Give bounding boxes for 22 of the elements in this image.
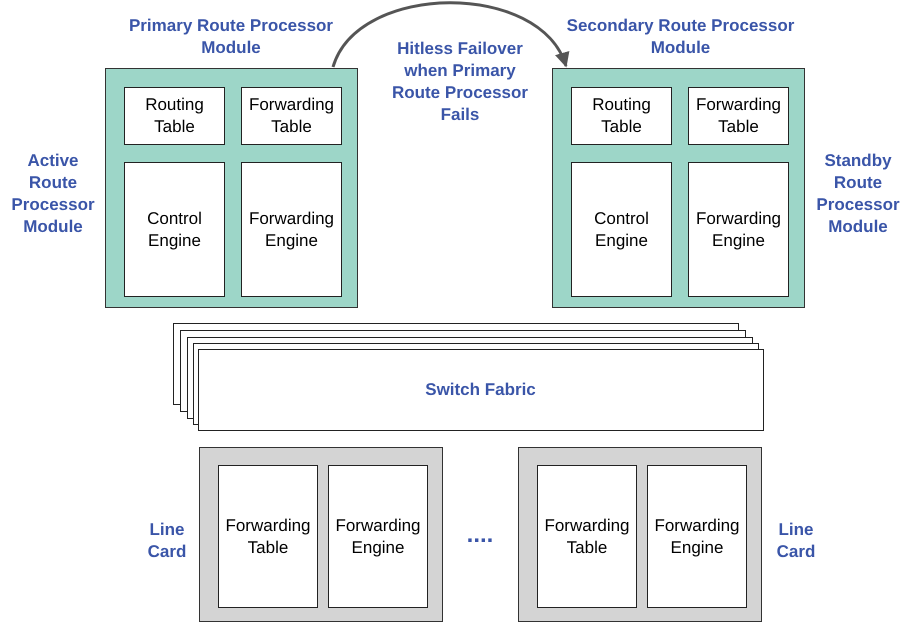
component-box: Forwarding Table [218, 465, 318, 608]
component-box: Forwarding Engine [647, 465, 747, 608]
module-role-label: Standby Route Processor Module [815, 150, 901, 238]
ellipsis: .... [466, 520, 494, 550]
card-label: Line Card [146, 519, 188, 563]
component-box: Forwarding Engine [328, 465, 428, 608]
component-box: Forwarding Table [688, 87, 789, 145]
component-box: Routing Table [124, 87, 225, 145]
component-box: Forwarding Engine [241, 162, 342, 297]
module-role-label: Active Route Processor Module [10, 150, 96, 238]
module-heading: Primary Route Processor Module [128, 15, 334, 59]
fabric-label: Switch Fabric [424, 378, 537, 400]
module-heading: Secondary Route Processor Module [566, 15, 796, 59]
component-box: Forwarding Table [537, 465, 637, 608]
component-box: Forwarding Table [241, 87, 342, 145]
component-box: Routing Table [571, 87, 672, 145]
component-box: Forwarding Engine [688, 162, 789, 297]
curved-arrow [332, 1, 568, 68]
component-box: Control Engine [571, 162, 672, 297]
card-label: Line Card [776, 519, 816, 563]
switch-fabric-stack [173, 323, 764, 431]
component-box: Control Engine [124, 162, 225, 297]
